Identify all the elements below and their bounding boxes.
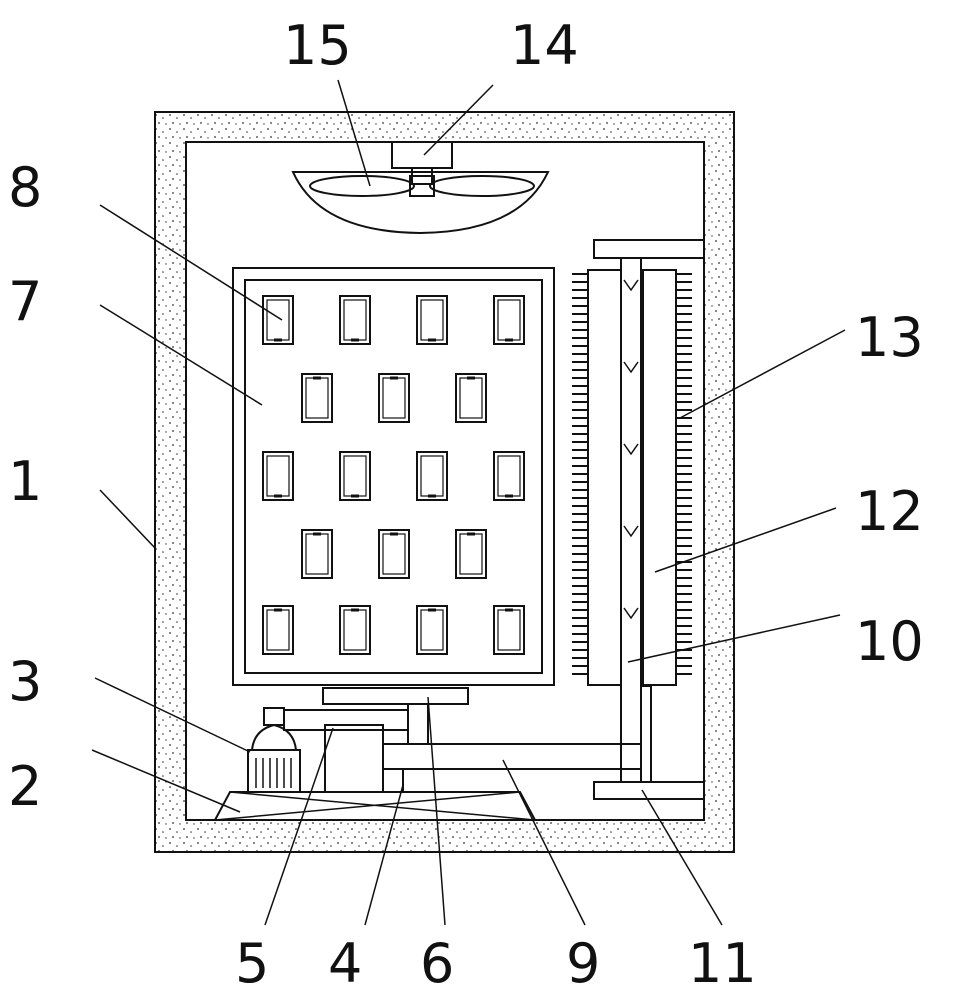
heat-sink-left (587, 269, 622, 686)
rod-chevron (623, 443, 639, 456)
leader-9 (502, 759, 586, 926)
leader-4 (364, 784, 404, 926)
label-10: 10 (855, 610, 924, 673)
panel-cell (378, 529, 410, 579)
leader-3 (94, 677, 251, 753)
leader-12 (654, 507, 837, 573)
panel-cell (339, 451, 371, 501)
panel-cell (262, 295, 294, 345)
leader-2 (91, 749, 241, 813)
motor-frame (324, 724, 384, 793)
drive-assembly (213, 707, 642, 821)
leader-1 (99, 489, 156, 549)
lower-screw (382, 743, 642, 770)
label-5: 5 (235, 932, 269, 995)
label-14: 14 (510, 14, 579, 77)
component-panel (232, 267, 555, 686)
rail-assembly (572, 239, 705, 800)
label-6: 6 (420, 932, 454, 995)
label-15: 15 (283, 14, 352, 77)
panel-cell (262, 451, 294, 501)
vertical-rod (620, 257, 642, 783)
heat-sink-right (642, 269, 677, 686)
fan-assembly (291, 141, 550, 235)
leader-15 (337, 79, 371, 187)
panel-cell (416, 451, 448, 501)
leader-lines (91, 79, 846, 926)
label-7: 7 (8, 270, 42, 333)
right-post (640, 685, 652, 783)
rod-chevron (623, 279, 639, 292)
panel-cell (493, 295, 525, 345)
leader-13 (679, 329, 846, 419)
panel-cell (301, 529, 333, 579)
fan-motor-mount (391, 141, 453, 169)
lower-bracket (382, 768, 404, 793)
label-12: 12 (855, 480, 924, 543)
rod-markings (623, 279, 639, 620)
panel-cells (262, 295, 525, 655)
label-2: 2 (8, 755, 42, 818)
outer-housing (154, 111, 735, 853)
rod-chevron (623, 361, 639, 374)
panel-cell (416, 295, 448, 345)
motor-cap (263, 707, 285, 726)
leader-7 (99, 304, 263, 406)
label-1: 1 (8, 450, 42, 513)
label-11: 11 (688, 932, 757, 995)
panel-cell (455, 529, 487, 579)
panel-cell (493, 451, 525, 501)
support-plate (322, 687, 469, 745)
panel-inner-frame (244, 279, 543, 674)
leader-5 (264, 727, 334, 926)
panel-cell (493, 605, 525, 655)
label-13: 13 (855, 306, 924, 369)
leader-11 (641, 789, 723, 926)
motor-neck (250, 723, 298, 751)
panel-cell (262, 605, 294, 655)
rod-chevron (623, 525, 639, 538)
label-8: 8 (8, 156, 42, 219)
heat-sink-fins (572, 273, 692, 675)
bottom-plate (593, 781, 705, 800)
fan-hub (409, 175, 435, 197)
panel-cell (455, 373, 487, 423)
label-3: 3 (8, 650, 42, 713)
fan-guard (291, 171, 550, 235)
rod-chevron (623, 607, 639, 620)
panel-cell (378, 373, 410, 423)
leader-10 (627, 614, 841, 663)
fan-blade-right (429, 175, 535, 197)
panel-outer-frame (232, 267, 555, 686)
panel-cell (416, 605, 448, 655)
upper-screw (283, 709, 409, 731)
fan-blade-left (309, 175, 415, 197)
leader-8 (99, 204, 283, 321)
panel-cell (339, 295, 371, 345)
panel-cell (339, 605, 371, 655)
label-4: 4 (328, 932, 362, 995)
motor-ribs (255, 758, 292, 788)
leader-14 (423, 84, 494, 156)
part-labels: 1 2 3 4 5 6 7 8 9 10 11 12 13 14 15 (8, 14, 924, 995)
top-stop-plate (593, 239, 705, 259)
leader-6 (427, 696, 446, 926)
label-9: 9 (566, 932, 600, 995)
panel-cell (301, 373, 333, 423)
